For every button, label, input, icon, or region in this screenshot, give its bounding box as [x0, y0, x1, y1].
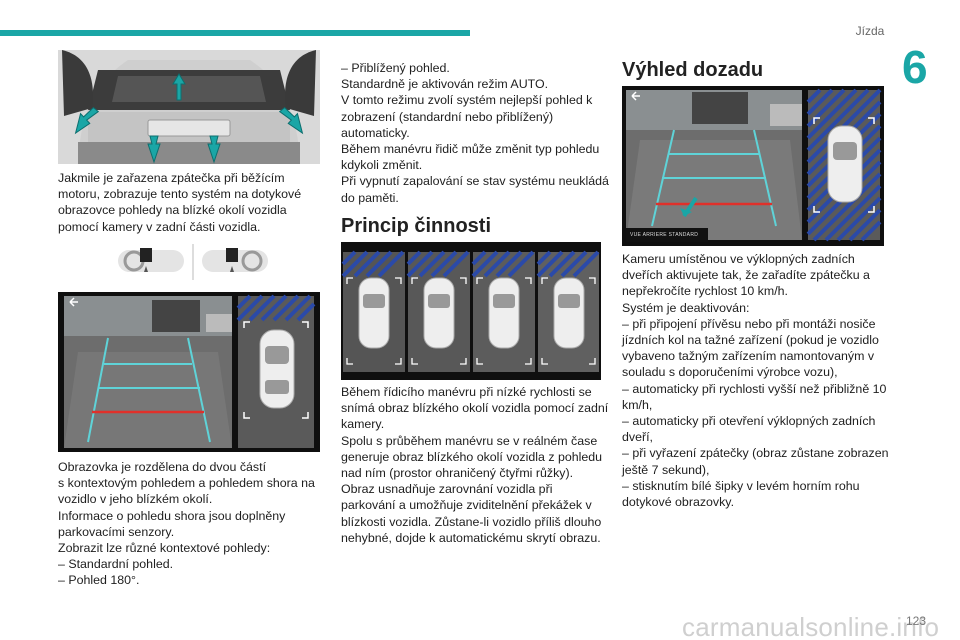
operation-text: Během řídicího manévru při nízké rychlos… — [341, 384, 609, 546]
intro-paragraph: Jakmile je zařazena zpátečka při běžícím… — [58, 171, 302, 234]
header-accent-bar — [0, 30, 470, 36]
intro-text: Jakmile je zařazena zpátečka při běžícím… — [58, 170, 320, 235]
top-view-sequence-image — [341, 242, 601, 380]
steering-view-icons — [118, 244, 268, 280]
section-title-operation: Princip činnosti — [341, 215, 492, 237]
page-number: 123 — [905, 614, 926, 628]
rear-view-paragraph: Kameru umístěnou ve výklopných zadních d… — [622, 252, 889, 510]
operation-section-title-wrap: Princip činnosti — [341, 214, 609, 238]
watermark: carmanualsonline.info — [682, 612, 940, 640]
split-screen-paragraph: Obrazovka je rozdělena do dvou částí s k… — [58, 460, 315, 588]
operation-paragraph: Během řídicího manévru při nízké rychlos… — [341, 385, 609, 545]
chapter-number: 6 — [902, 41, 928, 93]
section-title-rear-view: Výhled dozadu — [622, 59, 764, 81]
split-screen-text: Obrazovka je rozdělena do dvou částí s k… — [58, 459, 320, 589]
zoom-view-text: – Přiblížený pohled. Standardně je aktiv… — [341, 60, 609, 206]
rear-view-caption: VUE ARRIERE STANDARD — [630, 232, 699, 238]
split-screen-image — [58, 292, 320, 452]
rear-view-title-wrap: Výhled dozadu — [622, 58, 890, 82]
chapter-title: Jízda — [855, 24, 885, 38]
zoom-view-paragraph: – Přiblížený pohled. Standardně je aktiv… — [341, 61, 609, 205]
car-rear-image — [58, 50, 320, 164]
rear-view-image: VUE ARRIERE STANDARD — [622, 86, 884, 246]
rear-view-text: Kameru umístěnou ve výklopných zadních d… — [622, 251, 890, 510]
